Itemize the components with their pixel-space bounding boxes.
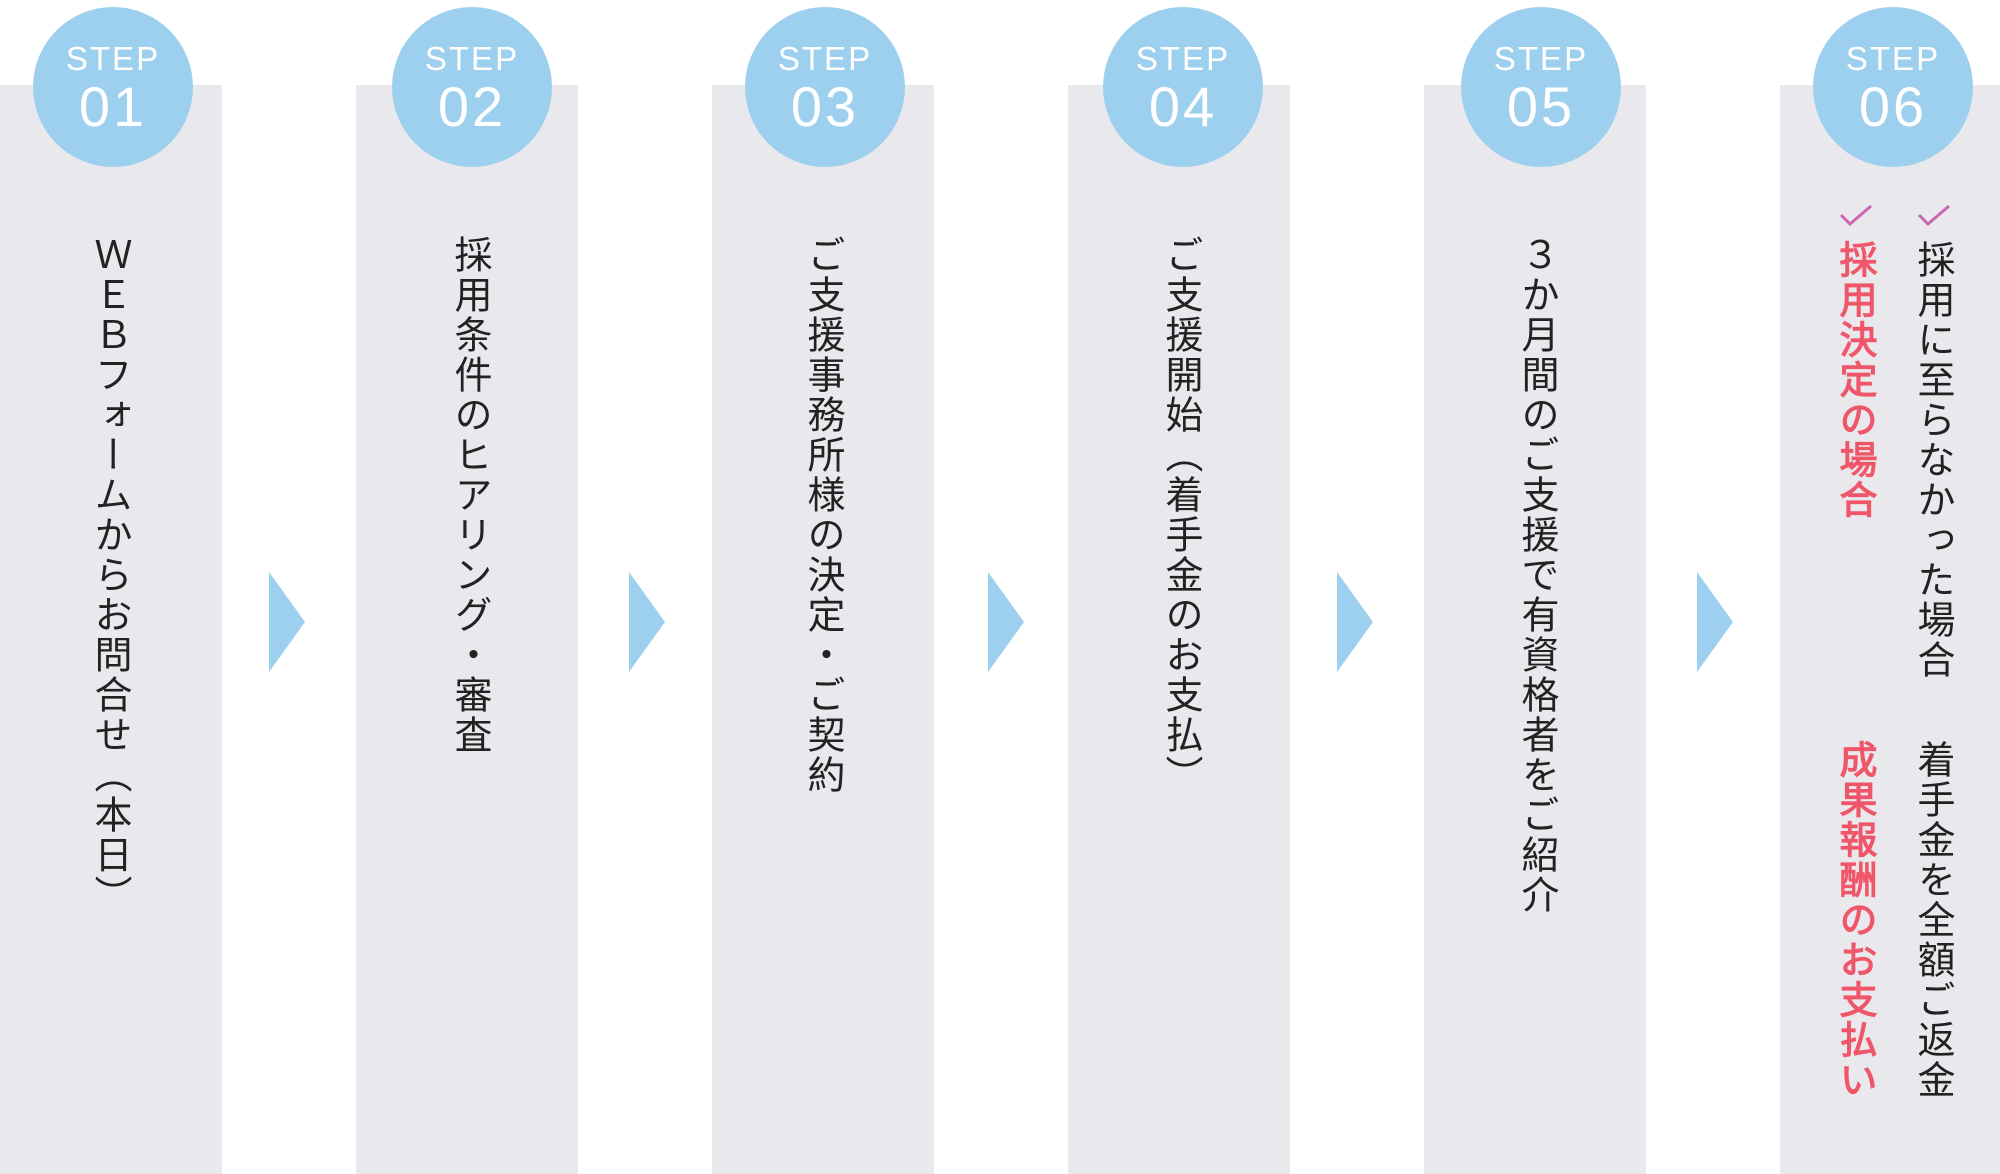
step-03-text: ご支援事務所様の決定・ご契約 (801, 235, 845, 795)
check-icon (1839, 204, 1872, 227)
chevron-right-icon (1697, 572, 1733, 672)
hired-result: 成果報酬のお支払い (1833, 740, 1877, 1100)
hired-condition: 採用決定の場合 (1833, 240, 1877, 520)
step-number: 02 (437, 75, 507, 138)
step-label: STEP (777, 40, 873, 77)
step-02-text: 採用条件のヒアリング・審査 (448, 235, 492, 755)
not-hired-condition: 採用に至らなかった場合 (1911, 240, 1955, 680)
chevron-right-icon (988, 572, 1024, 672)
step-05-badge: STEP 05 (1461, 7, 1621, 167)
step-01-text: ＷＥＢフォームからお問合せ（本日） (88, 235, 132, 915)
step-label: STEP (1845, 40, 1941, 77)
chevron-right-icon (629, 572, 665, 672)
step-02-badge: STEP 02 (392, 7, 552, 167)
check-icon (1917, 204, 1950, 227)
step-04-column (1068, 85, 1290, 1174)
step-label: STEP (1135, 40, 1231, 77)
step-number: 03 (790, 75, 860, 138)
chevron-right-icon (1337, 572, 1373, 672)
step-04-text: ご支援開始（着手金のお支払） (1159, 235, 1203, 795)
step-02-column (356, 85, 578, 1174)
step-label: STEP (1493, 40, 1589, 77)
step-05-text: ３か月間のご支援で有資格者をご紹介 (1515, 235, 1559, 915)
step-label: STEP (65, 40, 161, 77)
step-01-column (0, 85, 222, 1174)
step-05-column (1424, 85, 1646, 1174)
step-04-badge: STEP 04 (1103, 7, 1263, 167)
step-number: 04 (1148, 75, 1218, 138)
chevron-right-icon (269, 572, 305, 672)
step-number: 05 (1506, 75, 1576, 138)
step-06-badge: STEP 06 (1813, 7, 1973, 167)
not-hired-result: 着手金を全額ご返金 (1911, 740, 1955, 1100)
step-06-column (1780, 85, 2000, 1174)
step-03-column (712, 85, 934, 1174)
step-number: 06 (1858, 75, 1928, 138)
step-03-badge: STEP 03 (745, 7, 905, 167)
step-01-badge: STEP 01 (33, 7, 193, 167)
step-number: 01 (78, 75, 148, 138)
step-label: STEP (424, 40, 520, 77)
